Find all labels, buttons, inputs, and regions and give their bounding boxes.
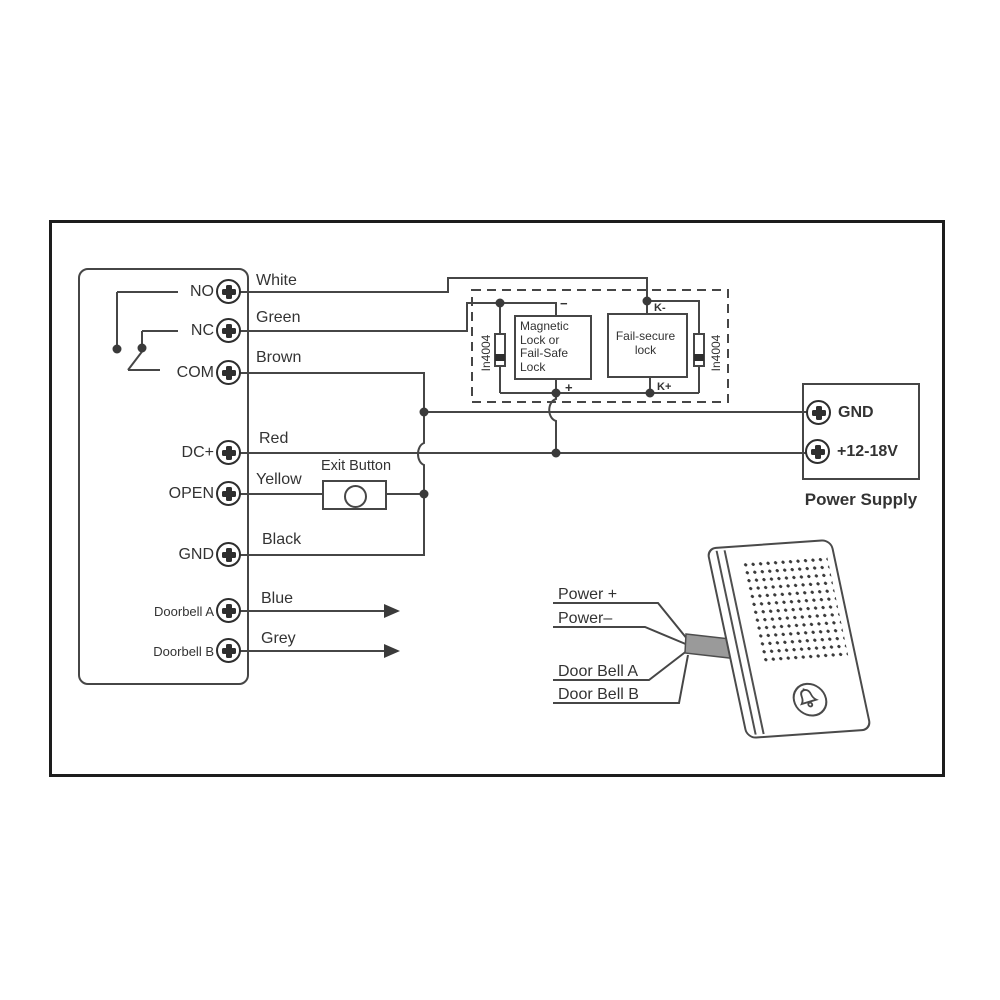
psu-terminal-gnd: GND [838, 404, 874, 421]
wire-label-blue: Blue [261, 590, 294, 607]
terminal-label-doorbell-a: Doorbell A [154, 604, 214, 619]
junction-dots [419, 296, 655, 499]
terminal-label-dc: DC+ [181, 444, 214, 461]
magnetic-lock-line4: Lock [520, 359, 546, 374]
terminal-label-open: OPEN [168, 485, 214, 502]
screw-terminal-icon-com [216, 360, 241, 385]
fail-secure-lock-label: Fail-secure lock [607, 329, 684, 357]
controller-box [78, 268, 249, 685]
plus-to-red-link [548, 393, 557, 453]
doorbell-chime-device [705, 538, 873, 740]
speaker-grill [741, 555, 850, 666]
magnetic-lock-label: Magnetic Lock or Fail-Safe Lock [520, 319, 569, 374]
exit-button-label: Exit Button [320, 458, 392, 474]
magnetic-lock-line2: Lock or [520, 332, 560, 347]
wire-label-red: Red [259, 430, 289, 447]
screw-terminal-icon-nc [216, 318, 241, 343]
wire-label-grey: Grey [261, 630, 296, 647]
terminal-label-nc: NC [190, 322, 214, 339]
magnetic-lock-line3: Fail-Safe [520, 346, 569, 360]
arrow-right-icon [384, 644, 400, 658]
plus-mark: + [565, 380, 573, 395]
magnetic-lock-box [514, 315, 592, 380]
bell-button [789, 681, 831, 718]
diode-right-label: In4004 [709, 334, 723, 372]
screw-terminal-icon-dc [216, 440, 241, 465]
k-plus-mark: K+ [657, 381, 672, 393]
screw-terminal-icon-doorbell-b [216, 638, 241, 663]
doorbell-wire-power-plus: Power + [558, 586, 618, 603]
fail-secure-line2: lock [634, 342, 657, 357]
screw-terminal-icon-doorbell-a [216, 598, 241, 623]
terminal-label-com: COM [176, 364, 214, 381]
relay-switch-symbol [112, 291, 178, 371]
wire-label-white: White [256, 272, 297, 289]
screw-terminal-icon-no [216, 279, 241, 304]
arrow-right-icon [384, 604, 400, 618]
lock-dashed-enclosure [471, 289, 729, 403]
k-minus-mark: K- [654, 302, 666, 314]
terminal-label-gnd: GND [178, 546, 214, 563]
terminal-label-doorbell-b: Doorbell B [153, 644, 214, 659]
wire-label-green: Green [256, 309, 301, 326]
minus-mark: − [560, 296, 568, 311]
diode-left-icon [494, 333, 506, 367]
bell-icon [800, 688, 819, 708]
power-supply-box [802, 383, 920, 480]
fail-secure-lock-box [607, 313, 688, 378]
diode-right-icon [693, 333, 705, 367]
psu-terminal-12v: +12-18V [837, 443, 898, 460]
doorbell-wire-bell-b: Door Bell B [558, 686, 639, 703]
diode-left-label: In4004 [479, 334, 493, 372]
exit-button-icon [344, 485, 367, 508]
white-wire [229, 277, 648, 313]
exit-button-box [322, 480, 387, 510]
screw-terminal-icon-gnd [216, 542, 241, 567]
k-minus-branch [647, 300, 700, 334]
fail-secure-line1: Fail-secure [615, 329, 676, 343]
green-wire [229, 302, 557, 334]
power-supply-label: Power Supply [804, 490, 918, 509]
wire-label-yellow: Yellow [256, 471, 302, 488]
screw-terminal-icon-psu-12v [805, 439, 830, 464]
screw-terminal-icon-open [216, 481, 241, 506]
screw-terminal-icon-psu-gnd [806, 400, 831, 425]
magnetic-lock-line1: Magnetic [520, 319, 569, 333]
diagram-border [49, 220, 945, 777]
wire-label-black: Black [262, 531, 302, 548]
terminal-label-no: NO [190, 283, 214, 300]
doorbell-wires [553, 602, 689, 704]
wire-label-brown: Brown [256, 349, 302, 366]
doorbell-wire-power-minus: Power– [558, 610, 613, 627]
doorbell-wire-bell-a: Door Bell A [558, 663, 639, 680]
bottom-bus [499, 366, 700, 394]
